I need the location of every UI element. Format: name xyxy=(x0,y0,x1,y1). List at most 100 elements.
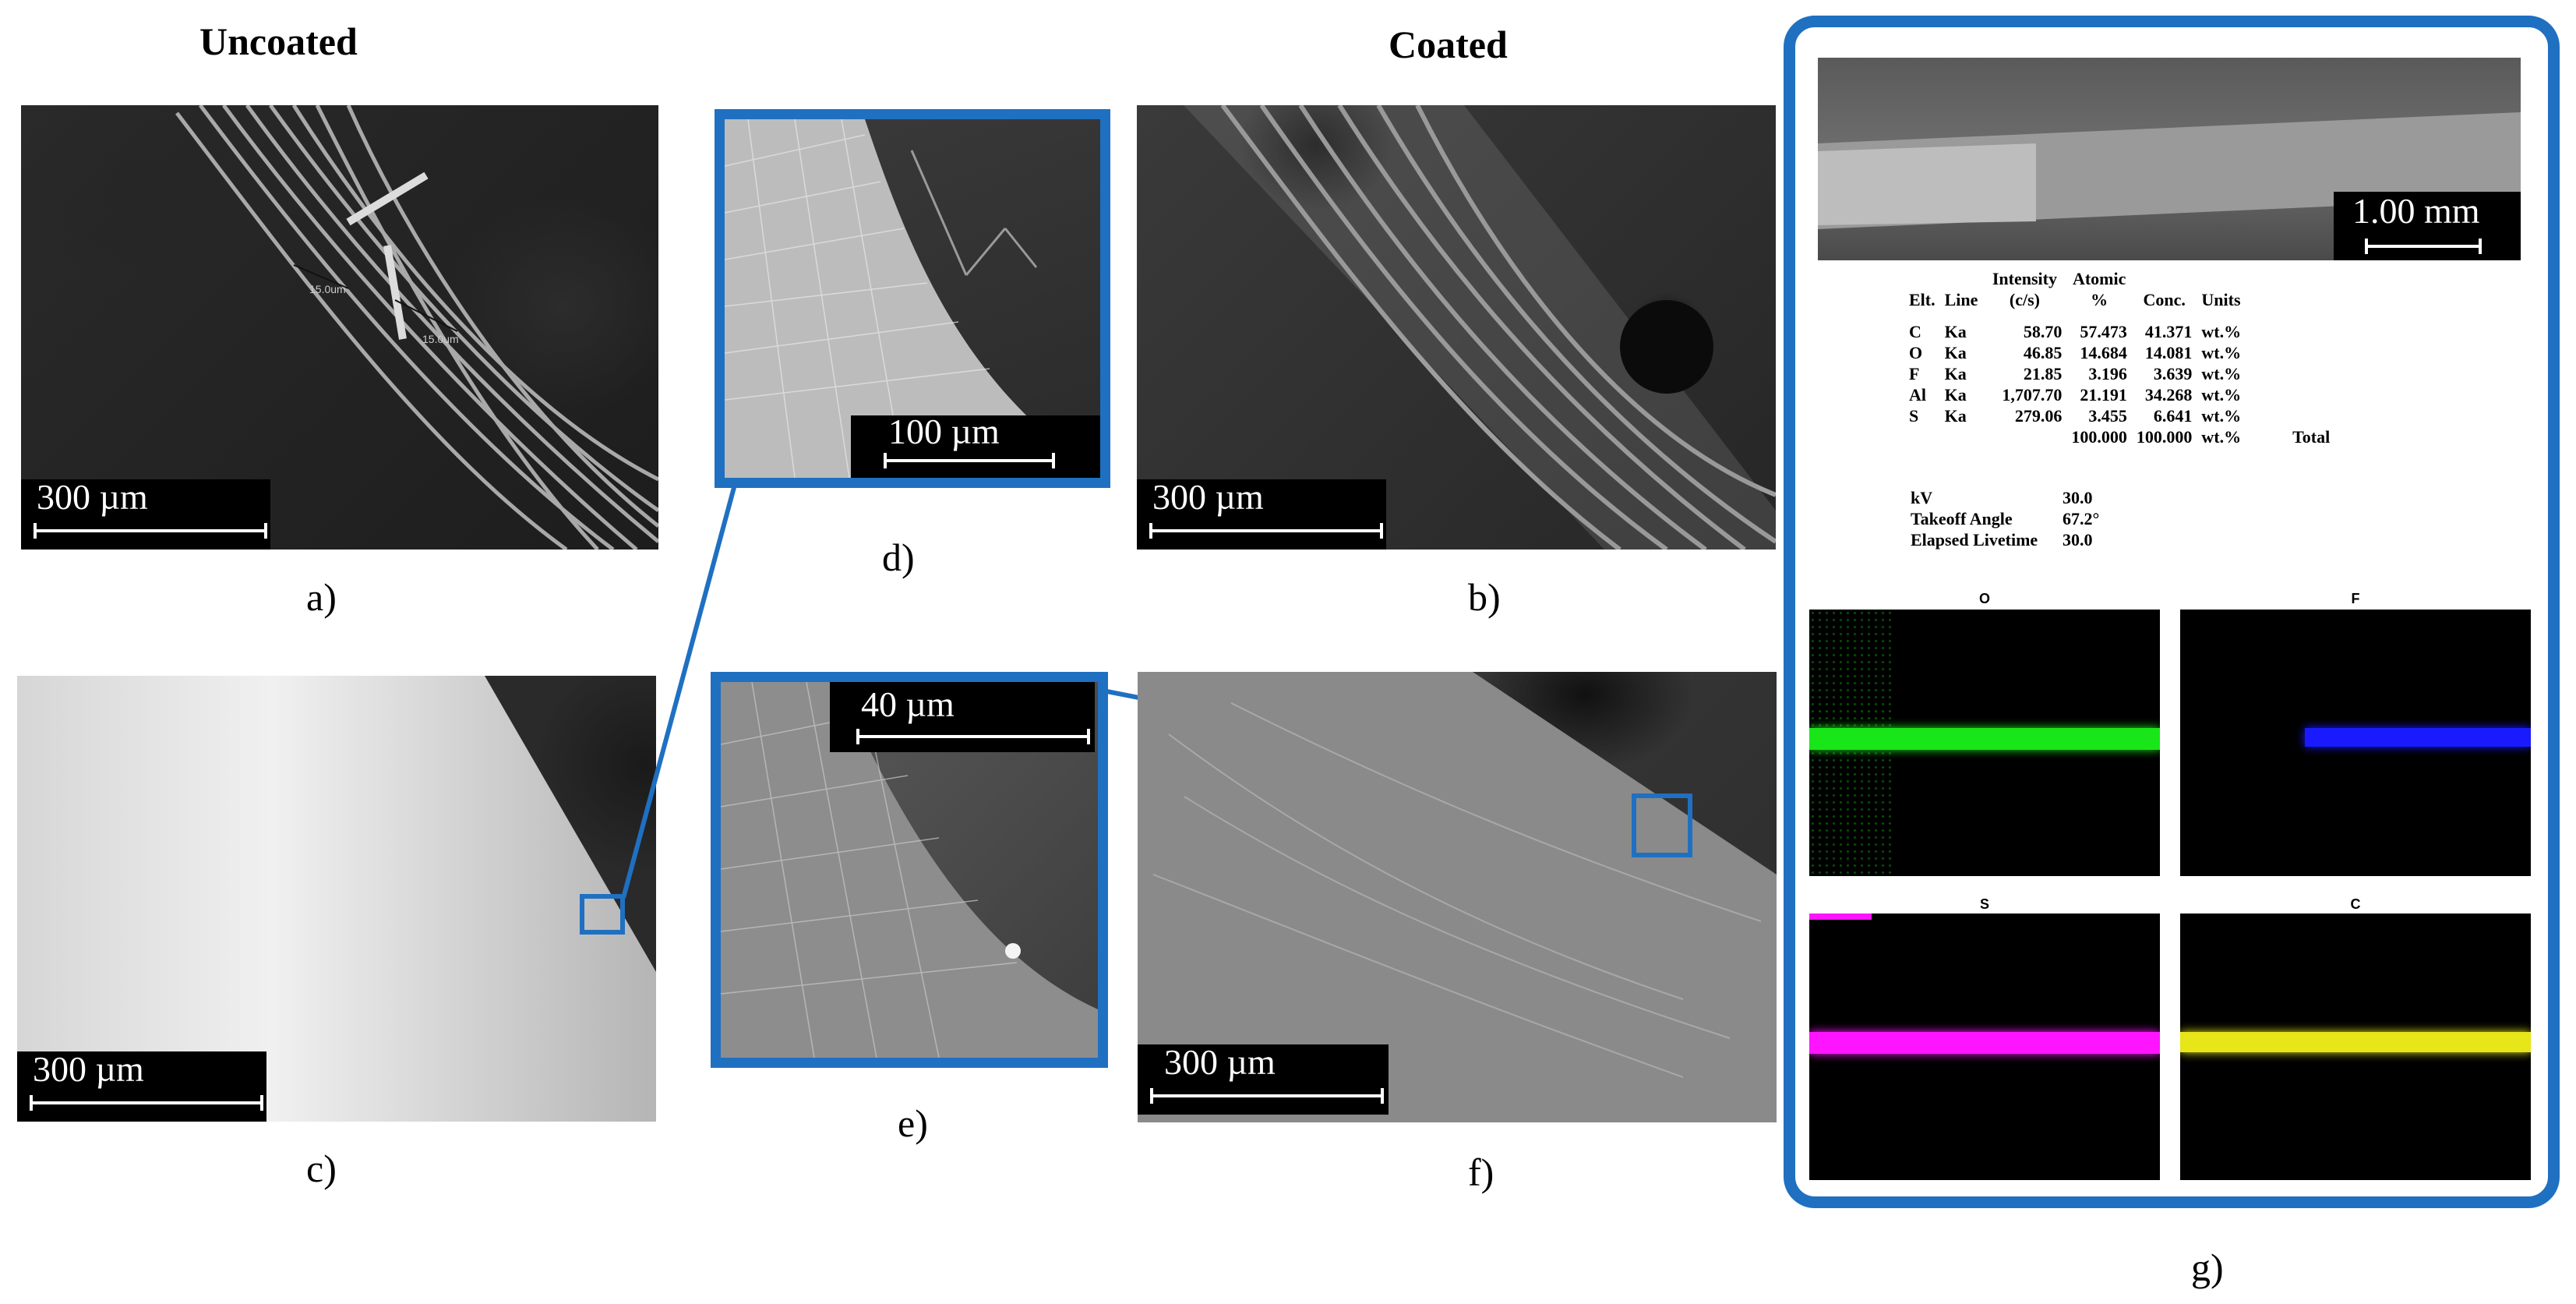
sem-image-d: 100 µm xyxy=(725,119,1100,478)
scale-label-d: 100 µm xyxy=(888,412,1000,451)
eds-row: C Ka 58.70 57.473 41.371 wt.% xyxy=(1904,321,2334,342)
map-marker-s xyxy=(1809,914,1872,920)
fiber-surface-d xyxy=(725,119,1052,478)
panel-label-a: a) xyxy=(306,575,337,619)
eds-elt: F xyxy=(1909,364,1920,383)
scale-label-g: 1.00 mm xyxy=(2352,191,2480,231)
sem-image-g: 1.00 mm xyxy=(1818,58,2521,260)
fiber-surface-e xyxy=(721,682,1098,1058)
scale-bar-b: 300 µm xyxy=(1137,477,1386,550)
fiber-coated-f xyxy=(1138,672,1777,1122)
eds-map-c xyxy=(2180,914,2531,1180)
eds-atomic: 57.473 xyxy=(2080,322,2127,341)
eds-atomic: 21.191 xyxy=(2080,385,2127,405)
eds-atomic: 3.196 xyxy=(2088,364,2127,383)
panel-label-d: d) xyxy=(882,535,915,579)
eds-intensity: 1,707.70 xyxy=(2002,385,2063,405)
eds-header-elt: Elt. xyxy=(1909,290,1936,309)
eds-header-units: Units xyxy=(2201,290,2241,309)
annotation-a-1: 15.0um xyxy=(309,283,346,295)
heading-coated: Coated xyxy=(1389,23,1508,66)
eds-line: Ka xyxy=(1944,343,1967,362)
eds-row: F Ka 21.85 3.196 3.639 wt.% xyxy=(1904,363,2334,384)
scale-label-e: 40 µm xyxy=(861,684,955,724)
zoom-frame-d: 100 µm xyxy=(715,109,1110,488)
eds-map-f xyxy=(2180,610,2531,876)
roi-box-c xyxy=(580,894,625,935)
eds-header-atomic: Atomic % xyxy=(2072,269,2126,309)
eds-total-conc: 100.000 xyxy=(2136,427,2193,447)
eds-param: kV 30.0 xyxy=(1911,487,2093,508)
sem-image-e: 40 µm xyxy=(721,682,1098,1058)
map-band-o xyxy=(1809,728,2160,750)
eds-line: Ka xyxy=(1944,406,1967,426)
scale-label-a: 300 µm xyxy=(37,477,148,517)
sem-image-f: 300 µm xyxy=(1138,672,1777,1122)
sem-image-b: 300 µm xyxy=(1137,105,1776,550)
roi-box-f xyxy=(1632,793,1692,857)
eds-line: Ka xyxy=(1944,322,1967,341)
eds-units: wt.% xyxy=(2201,322,2242,341)
eds-conc: 3.639 xyxy=(2153,364,2193,383)
eds-intensity: 21.85 xyxy=(2023,364,2063,383)
heading-uncoated: Uncoated xyxy=(199,19,358,63)
eds-param-value: 30.0 xyxy=(2063,488,2093,507)
eds-atomic: 3.455 xyxy=(2088,406,2127,426)
eds-total-label: Total xyxy=(2292,427,2331,447)
map-band-f xyxy=(2305,728,2531,747)
map-band-s xyxy=(1809,1032,2160,1054)
eds-elt: O xyxy=(1909,343,1923,362)
eds-conc: 41.371 xyxy=(2144,322,2193,341)
eds-param-name: kV xyxy=(1911,488,1933,507)
eds-total-units: wt.% xyxy=(2201,427,2242,447)
scale-bar-f: 300 µm xyxy=(1138,1042,1389,1115)
sem-image-a: 15.0um 15.0um 300 µm xyxy=(21,105,658,550)
panel-label-g: g) xyxy=(2191,1246,2224,1289)
eds-map-s xyxy=(1809,914,2160,1180)
eds-elt: S xyxy=(1909,406,1919,426)
fiber-coated-c xyxy=(17,676,656,1122)
eds-intensity: 279.06 xyxy=(2014,406,2063,426)
fiber-bundle-b xyxy=(1184,105,1776,550)
zoom-frame-e: 40 µm xyxy=(711,672,1108,1068)
map-title-o: O xyxy=(1978,591,1990,606)
eds-conc: 6.641 xyxy=(2153,406,2193,426)
panel-label-f: f) xyxy=(1468,1150,1494,1194)
map-title-c: C xyxy=(2350,896,2361,912)
eds-map-o xyxy=(1809,610,2160,876)
eds-conc: 34.268 xyxy=(2144,385,2193,405)
eds-row: O Ka 46.85 14.684 14.081 wt.% xyxy=(1904,342,2334,363)
eds-atomic: 14.684 xyxy=(2080,343,2127,362)
eds-header-row: Elt. Line Intensity (c/s) Atomic % Conc.… xyxy=(1904,268,2334,310)
scale-bar-a: 300 µm xyxy=(21,477,270,550)
eds-elt: Al xyxy=(1909,385,1926,405)
eds-units: wt.% xyxy=(2201,406,2242,426)
eds-total-row: 100.000 100.000 wt.% Total xyxy=(1904,426,2334,447)
eds-panel-frame xyxy=(1784,16,2560,1208)
eds-intensity: 58.70 xyxy=(2023,322,2063,341)
eds-header-conc: Conc. xyxy=(2143,290,2186,309)
eds-conc: 14.081 xyxy=(2144,343,2193,362)
eds-elt: C xyxy=(1909,322,1921,341)
eds-units: wt.% xyxy=(2201,343,2242,362)
map-noise-o xyxy=(1809,610,1895,876)
scale-label-b: 300 µm xyxy=(1152,477,1264,517)
annotation-a-2: 15.0um xyxy=(422,333,459,345)
eds-total-atomic: 100.000 xyxy=(2071,427,2127,447)
scale-bar-e: 40 µm xyxy=(830,682,1095,752)
scale-bar-d: 100 µm xyxy=(851,412,1100,478)
scale-bar-c: 300 µm xyxy=(17,1049,266,1122)
eds-header-intensity: Intensity (c/s) xyxy=(1992,269,2057,309)
eds-units: wt.% xyxy=(2201,385,2242,405)
map-title-s: S xyxy=(1979,896,1989,912)
panel-label-e: e) xyxy=(898,1101,928,1145)
panel-label-c: c) xyxy=(306,1147,337,1190)
panel-label-b: b) xyxy=(1468,575,1501,619)
eds-row: Al Ka 1,707.70 21.191 34.268 wt.% xyxy=(1904,384,2334,405)
map-band-c xyxy=(2180,1032,2531,1052)
scale-label-c: 300 µm xyxy=(33,1049,144,1089)
eds-header-line: Line xyxy=(1944,290,1978,309)
eds-intensity: 46.85 xyxy=(2023,343,2063,362)
